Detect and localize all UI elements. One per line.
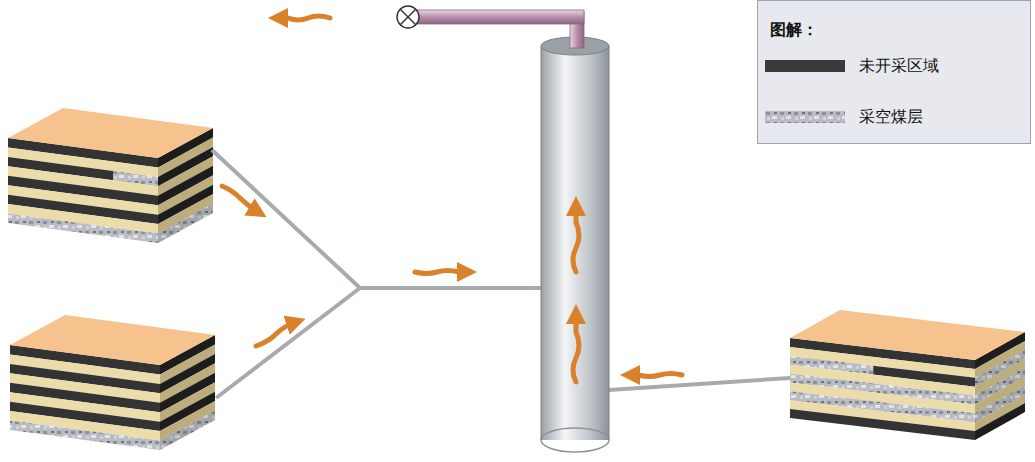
legend-text: 采空煤层 bbox=[859, 107, 923, 128]
legend-row: 采空煤层 bbox=[765, 105, 923, 129]
legend-texture-swatch bbox=[765, 111, 845, 123]
legend-row: 未开采区域 bbox=[765, 54, 939, 78]
drainage-pipes bbox=[212, 150, 790, 398]
legend-heading: 图解： bbox=[770, 20, 818, 41]
coal-seam-blocks bbox=[8, 108, 1025, 450]
legend-text: 未开采区域 bbox=[859, 56, 939, 77]
gas-flow-arrows bbox=[222, 16, 682, 382]
shaft bbox=[541, 37, 609, 452]
legend-swatch bbox=[765, 60, 845, 72]
outlet-pipe bbox=[397, 6, 584, 48]
